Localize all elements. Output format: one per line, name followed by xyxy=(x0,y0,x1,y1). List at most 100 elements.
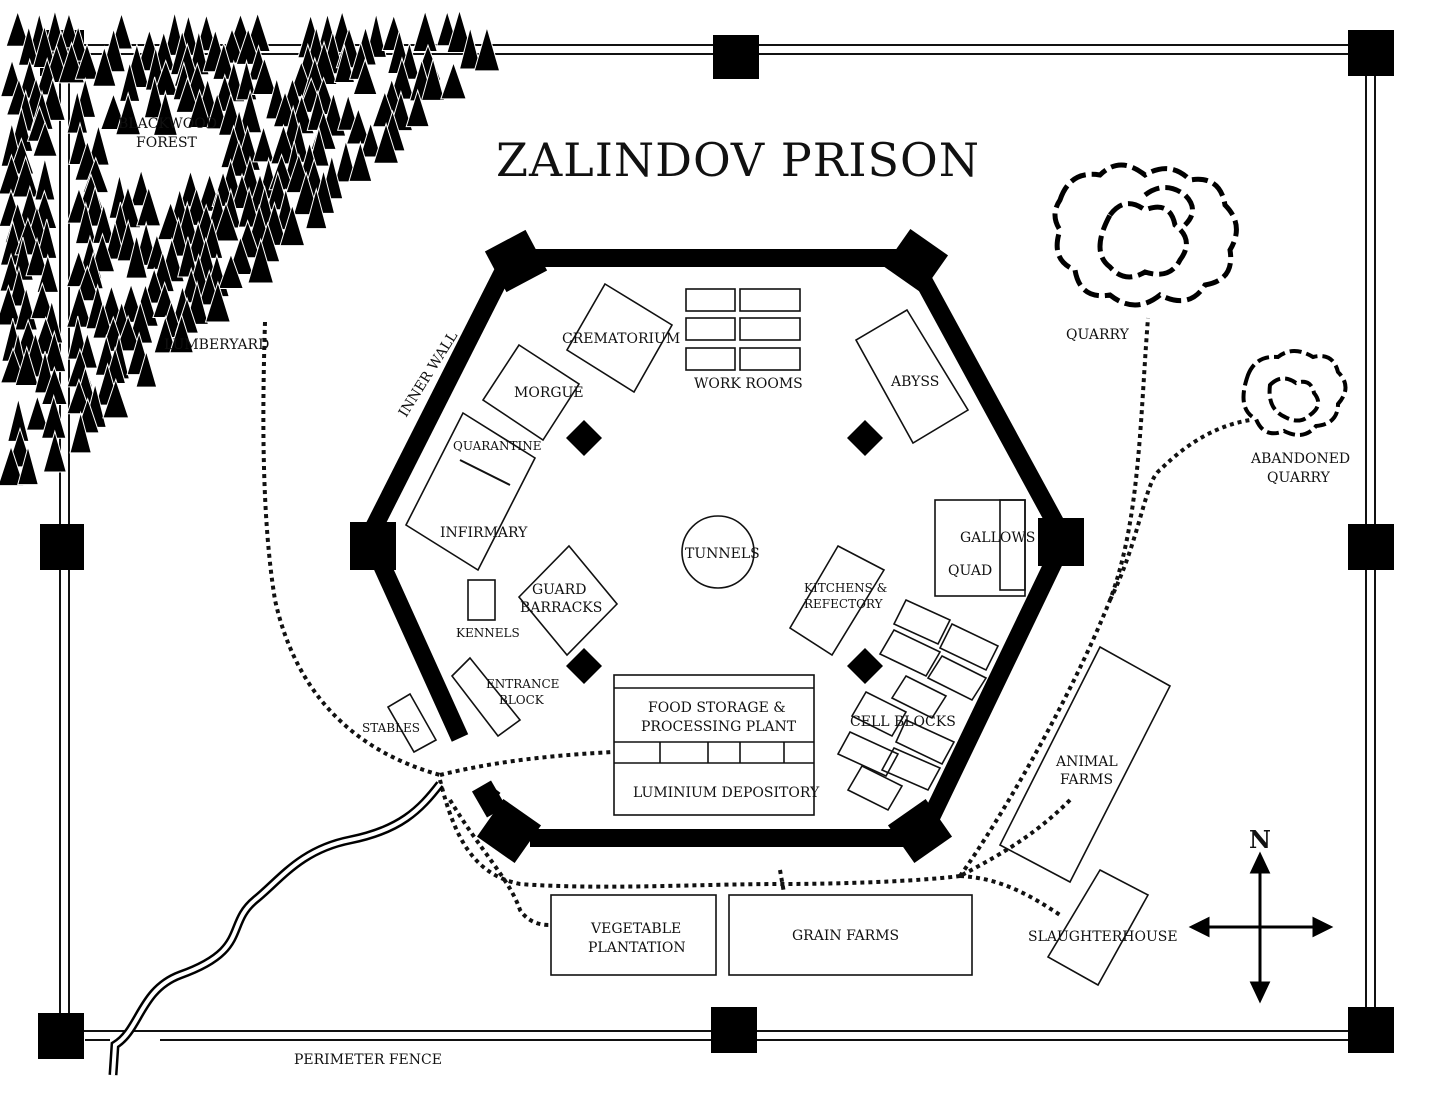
label-blackwood-forest-2: FOREST xyxy=(136,135,198,151)
tree-icon xyxy=(12,155,40,198)
tree-icon xyxy=(136,185,162,227)
label-luminium-depository: LUMINIUM DEPOSITORY xyxy=(633,785,820,801)
label-kitchens-1: KITCHENS & xyxy=(804,581,888,595)
tree-icon xyxy=(25,394,50,431)
river xyxy=(108,781,444,1076)
dotted-paths xyxy=(261,317,1251,927)
tree-icon xyxy=(92,45,117,87)
label-gallows: GALLOWS xyxy=(960,530,1035,546)
tree-icon xyxy=(169,313,195,354)
label-blackwood-forest-1: BLACKWOOD xyxy=(118,116,217,132)
label-abandoned-quarry-1: ABANDONED xyxy=(1250,451,1350,467)
tree-icon xyxy=(372,121,400,164)
label-lumberyard: LUMBERYARD xyxy=(164,337,269,353)
tree-icon xyxy=(187,88,212,129)
tree-icon xyxy=(177,236,199,278)
tree-icon xyxy=(412,9,438,53)
tree-icon xyxy=(175,75,200,113)
inner-wall xyxy=(361,249,1071,847)
tree-icon xyxy=(227,139,251,177)
tree-icon xyxy=(235,27,261,65)
label-abandoned-quarry-2: QUARRY xyxy=(1267,470,1331,486)
tree-icon xyxy=(0,284,22,326)
buildings xyxy=(386,282,1172,987)
tree-icon xyxy=(251,56,277,96)
tree-icon xyxy=(102,377,130,419)
label-entrance-block-1: ENTRANCE xyxy=(486,677,559,691)
label-quad: QUAD xyxy=(948,563,992,579)
tree-icon xyxy=(333,43,356,84)
compass-rose xyxy=(1188,851,1334,1004)
tree-icon xyxy=(345,106,371,145)
tree-icon xyxy=(204,280,231,323)
tree-icon xyxy=(14,345,39,387)
label-perimeter-fence: PERIMETER FENCE xyxy=(294,1052,442,1068)
label-grain-farms: GRAIN FARMS xyxy=(792,928,899,944)
tree-icon xyxy=(17,444,39,486)
tree-icon xyxy=(458,25,482,70)
tree-icon xyxy=(420,56,446,101)
label-entrance-block-2: BLOCK xyxy=(499,693,545,707)
watch-diamonds xyxy=(566,420,883,684)
label-kennels: KENNELS xyxy=(456,626,520,640)
label-vegetable-plantation-1: VEGETABLE xyxy=(590,921,681,937)
tree-icon xyxy=(473,25,501,72)
tree-icon xyxy=(114,314,142,352)
label-work-rooms: WORK ROOMS xyxy=(694,376,803,392)
tree-icon xyxy=(5,9,30,47)
label-stables: STABLES xyxy=(362,721,420,735)
tree-icon xyxy=(66,378,92,415)
inner-wall-towers xyxy=(350,228,1084,864)
tree-icon xyxy=(135,349,158,388)
label-vegetable-plantation-2: PLANTATION xyxy=(588,940,686,956)
label-crematorium: CREMATORIUM xyxy=(562,331,680,347)
tree-icon xyxy=(143,76,166,119)
blackwood-forest-trees xyxy=(0,8,501,487)
tree-icon xyxy=(30,281,55,320)
tree-icon xyxy=(235,58,258,101)
tree-icon xyxy=(152,89,178,136)
label-morgue: MORGUE xyxy=(514,385,584,401)
map-title: ZALINDOV PRISON xyxy=(496,133,980,187)
label-tunnels: TUNNELS xyxy=(685,546,760,562)
tree-icon xyxy=(212,201,240,242)
quarry-icon xyxy=(1052,162,1239,308)
tree-icon xyxy=(74,201,97,245)
label-food-storage-2: PROCESSING PLANT xyxy=(641,719,797,735)
tree-icon xyxy=(305,187,328,230)
tree-icon xyxy=(348,140,373,182)
label-kitchens-2: REFECTORY xyxy=(804,597,884,611)
tree-icon xyxy=(440,61,467,100)
label-guard-barracks-2: BARRACKS xyxy=(520,600,602,616)
tree-icon xyxy=(125,235,148,279)
label-abyss: ABYSS xyxy=(890,374,939,390)
tree-icon xyxy=(237,88,263,134)
tree-icon xyxy=(25,236,49,277)
label-slaughterhouse: SLAUGHTERHOUSE xyxy=(1028,929,1178,945)
tree-icon xyxy=(115,91,142,136)
tree-icon xyxy=(405,88,430,128)
tree-icon xyxy=(247,237,275,284)
tree-icon xyxy=(32,120,58,157)
tree-icon xyxy=(279,203,306,247)
label-food-storage-1: FOOD STORAGE & xyxy=(648,700,786,716)
tree-icon xyxy=(359,121,382,158)
label-quarantine: QUARANTINE xyxy=(453,439,541,453)
tree-icon xyxy=(352,57,378,96)
tree-icon xyxy=(153,314,178,354)
label-animal-farms-1: ANIMAL xyxy=(1055,754,1118,770)
label-quarry: QUARRY xyxy=(1066,327,1130,343)
tree-icon xyxy=(206,91,229,130)
label-cell-blocks: CELL BLOCKS xyxy=(850,714,956,730)
label-animal-farms-2: FARMS xyxy=(1060,772,1113,788)
label-guard-barracks-1: GUARD xyxy=(532,582,586,598)
tree-icon xyxy=(69,410,92,454)
tree-icon xyxy=(446,8,473,54)
tree-icon xyxy=(0,444,25,487)
tree-icon xyxy=(92,301,114,339)
abandoned-quarry-icon xyxy=(1241,349,1348,437)
tree-icon xyxy=(336,93,360,131)
tree-icon xyxy=(42,429,67,473)
label-infirmary: INFIRMARY xyxy=(440,525,528,541)
